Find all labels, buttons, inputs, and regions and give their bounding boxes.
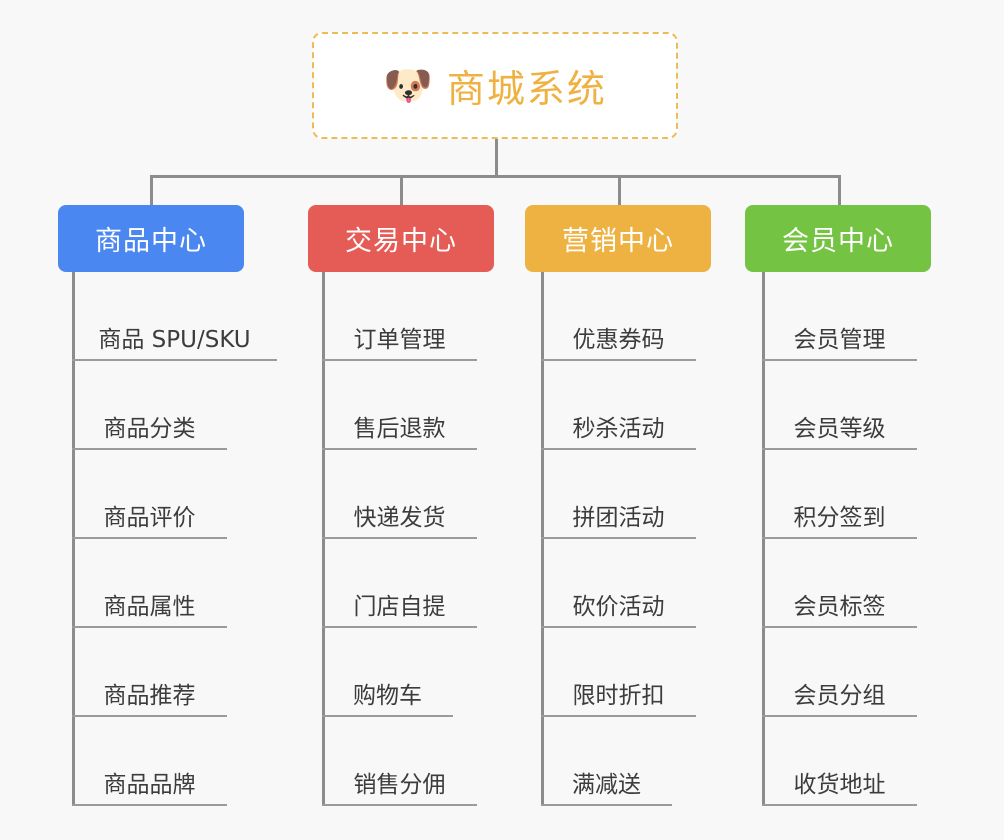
leaf-item[interactable]: 商品评价: [72, 450, 227, 539]
leaf-item[interactable]: 收货地址: [762, 717, 917, 806]
root-title: 商城系统: [446, 67, 607, 111]
category-box-1[interactable]: 商品中心: [58, 205, 244, 272]
leaf-item[interactable]: 销售分佣: [322, 717, 477, 806]
root-stem-line: [495, 139, 498, 177]
leaf-label: 商品推荐: [103, 682, 196, 709]
leaf-item[interactable]: 会员管理: [762, 272, 917, 361]
category-box-4[interactable]: 会员中心: [745, 205, 931, 272]
branch-trunk-4: [762, 272, 765, 806]
leaf-item[interactable]: 砍价活动: [541, 539, 696, 628]
category-drop-line-1: [150, 175, 153, 207]
leaf-label: 会员管理: [793, 326, 886, 353]
category-drop-line-3: [618, 175, 621, 207]
category-label-4: 会员中心: [782, 226, 894, 257]
branch-trunk-1: [72, 272, 75, 806]
category-drop-line-2: [400, 175, 403, 207]
leaf-item[interactable]: 订单管理: [322, 272, 477, 361]
leaf-label: 会员分组: [793, 682, 886, 709]
leaf-item[interactable]: 购物车: [322, 628, 453, 717]
leaf-item[interactable]: 会员等级: [762, 361, 917, 450]
leaf-item[interactable]: 拼团活动: [541, 450, 696, 539]
leaf-label: 满减送: [572, 771, 641, 798]
leaf-item[interactable]: 商品 SPU/SKU: [72, 272, 277, 361]
leaf-label: 拼团活动: [572, 504, 665, 531]
category-label-1: 商品中心: [95, 226, 207, 257]
category-label-3: 营销中心: [562, 226, 674, 257]
leaf-label: 会员等级: [793, 415, 886, 442]
leaf-label: 购物车: [353, 682, 422, 709]
category-box-2[interactable]: 交易中心: [308, 205, 494, 272]
leaf-item[interactable]: 满减送: [541, 717, 672, 806]
leaf-label: 限时折扣: [572, 682, 665, 709]
leaf-item[interactable]: 商品分类: [72, 361, 227, 450]
leaf-label: 商品品牌: [103, 771, 196, 798]
leaf-label: 销售分佣: [353, 771, 446, 798]
category-box-3[interactable]: 营销中心: [525, 205, 711, 272]
leaf-item[interactable]: 商品属性: [72, 539, 227, 628]
leaf-item[interactable]: 会员标签: [762, 539, 917, 628]
leaf-label: 商品分类: [103, 415, 196, 442]
leaf-label: 积分签到: [793, 504, 886, 531]
leaf-label: 商品 SPU/SKU: [98, 326, 251, 353]
leaf-label: 售后退款: [353, 415, 446, 442]
leaf-item[interactable]: 积分签到: [762, 450, 917, 539]
leaf-label: 商品评价: [103, 504, 196, 531]
leaf-item[interactable]: 商品推荐: [72, 628, 227, 717]
leaf-label: 收货地址: [793, 771, 886, 798]
leaf-item[interactable]: 快递发货: [322, 450, 477, 539]
dog-face-icon: 🐶: [383, 62, 433, 109]
category-drop-line-4: [838, 175, 841, 207]
leaf-label: 秒杀活动: [572, 415, 665, 442]
leaf-item[interactable]: 门店自提: [322, 539, 477, 628]
leaf-item[interactable]: 优惠券码: [541, 272, 696, 361]
leaf-label: 快递发货: [353, 504, 446, 531]
category-label-2: 交易中心: [345, 226, 457, 257]
category-span-line: [150, 175, 840, 178]
leaf-label: 砍价活动: [572, 593, 665, 620]
leaf-item[interactable]: 售后退款: [322, 361, 477, 450]
branch-trunk-3: [541, 272, 544, 806]
leaf-item[interactable]: 限时折扣: [541, 628, 696, 717]
leaf-item[interactable]: 秒杀活动: [541, 361, 696, 450]
leaf-label: 优惠券码: [572, 326, 665, 353]
leaf-item[interactable]: 会员分组: [762, 628, 917, 717]
leaf-item[interactable]: 商品品牌: [72, 717, 227, 806]
leaf-label: 订单管理: [353, 326, 446, 353]
branch-trunk-2: [322, 272, 325, 806]
root-node[interactable]: 🐶 商城系统: [312, 32, 678, 139]
leaf-label: 商品属性: [103, 593, 196, 620]
leaf-label: 会员标签: [793, 593, 886, 620]
leaf-label: 门店自提: [353, 593, 446, 620]
